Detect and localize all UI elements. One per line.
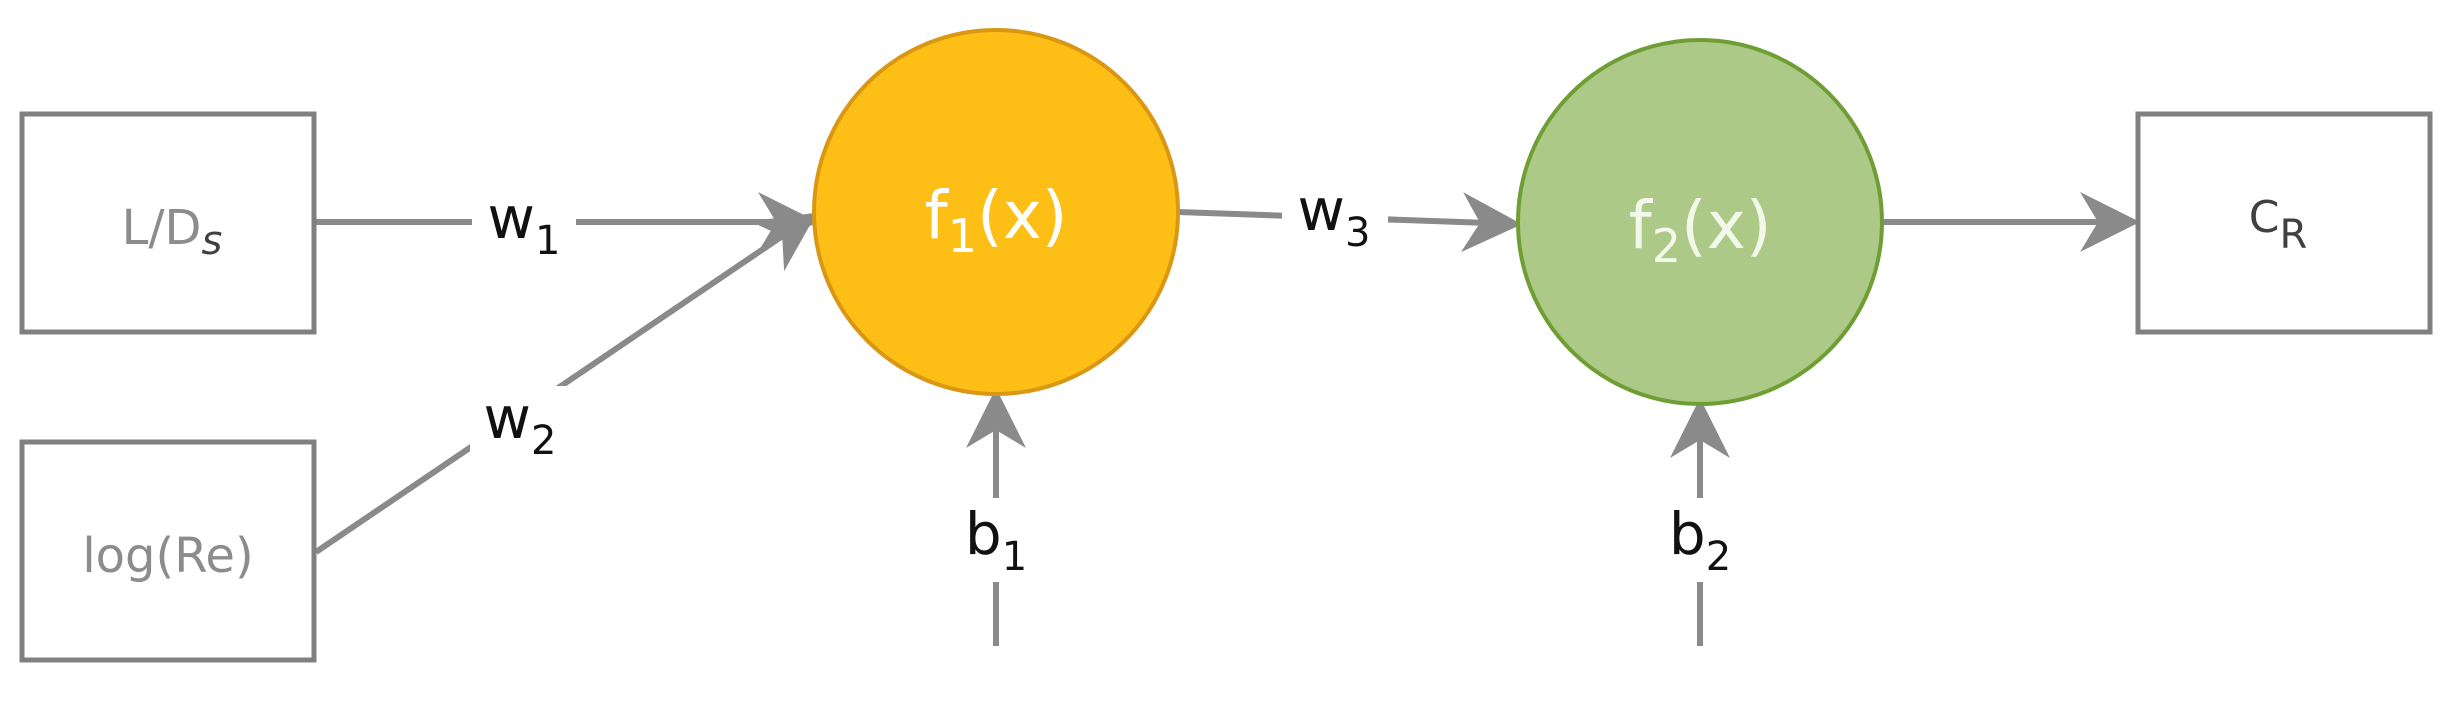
output-label-cr: CR [2249, 192, 2308, 258]
svg-text:b2: b2 [1669, 500, 1731, 580]
svg-text:w2: w2 [484, 384, 557, 464]
node-f1: f1(x) [812, 28, 1180, 396]
input-box-ld: L/Ds [19, 111, 317, 335]
input-box-logre: log(Re) [19, 439, 317, 663]
node-f1-label: f1(x) [924, 177, 1067, 263]
node-f2: f2(x) [1516, 38, 1884, 406]
input-label-logre: log(Re) [82, 528, 253, 584]
weight-label-w1: w1 [472, 180, 576, 264]
svg-text:b1: b1 [965, 500, 1027, 580]
bias-label-b1: b1 [950, 498, 1044, 582]
bias-label-b2: b2 [1656, 498, 1750, 582]
weight-label-w2: w2 [470, 384, 574, 466]
weight-label-w3: w3 [1282, 176, 1388, 256]
edge-logre-to-f1 [314, 212, 817, 555]
output-box-cr: CR [2135, 111, 2433, 335]
node-f2-label: f2(x) [1628, 187, 1771, 273]
svg-text:w1: w1 [488, 184, 561, 264]
svg-text:w3: w3 [1298, 176, 1371, 256]
input-label-ld: L/Ds [122, 200, 223, 264]
